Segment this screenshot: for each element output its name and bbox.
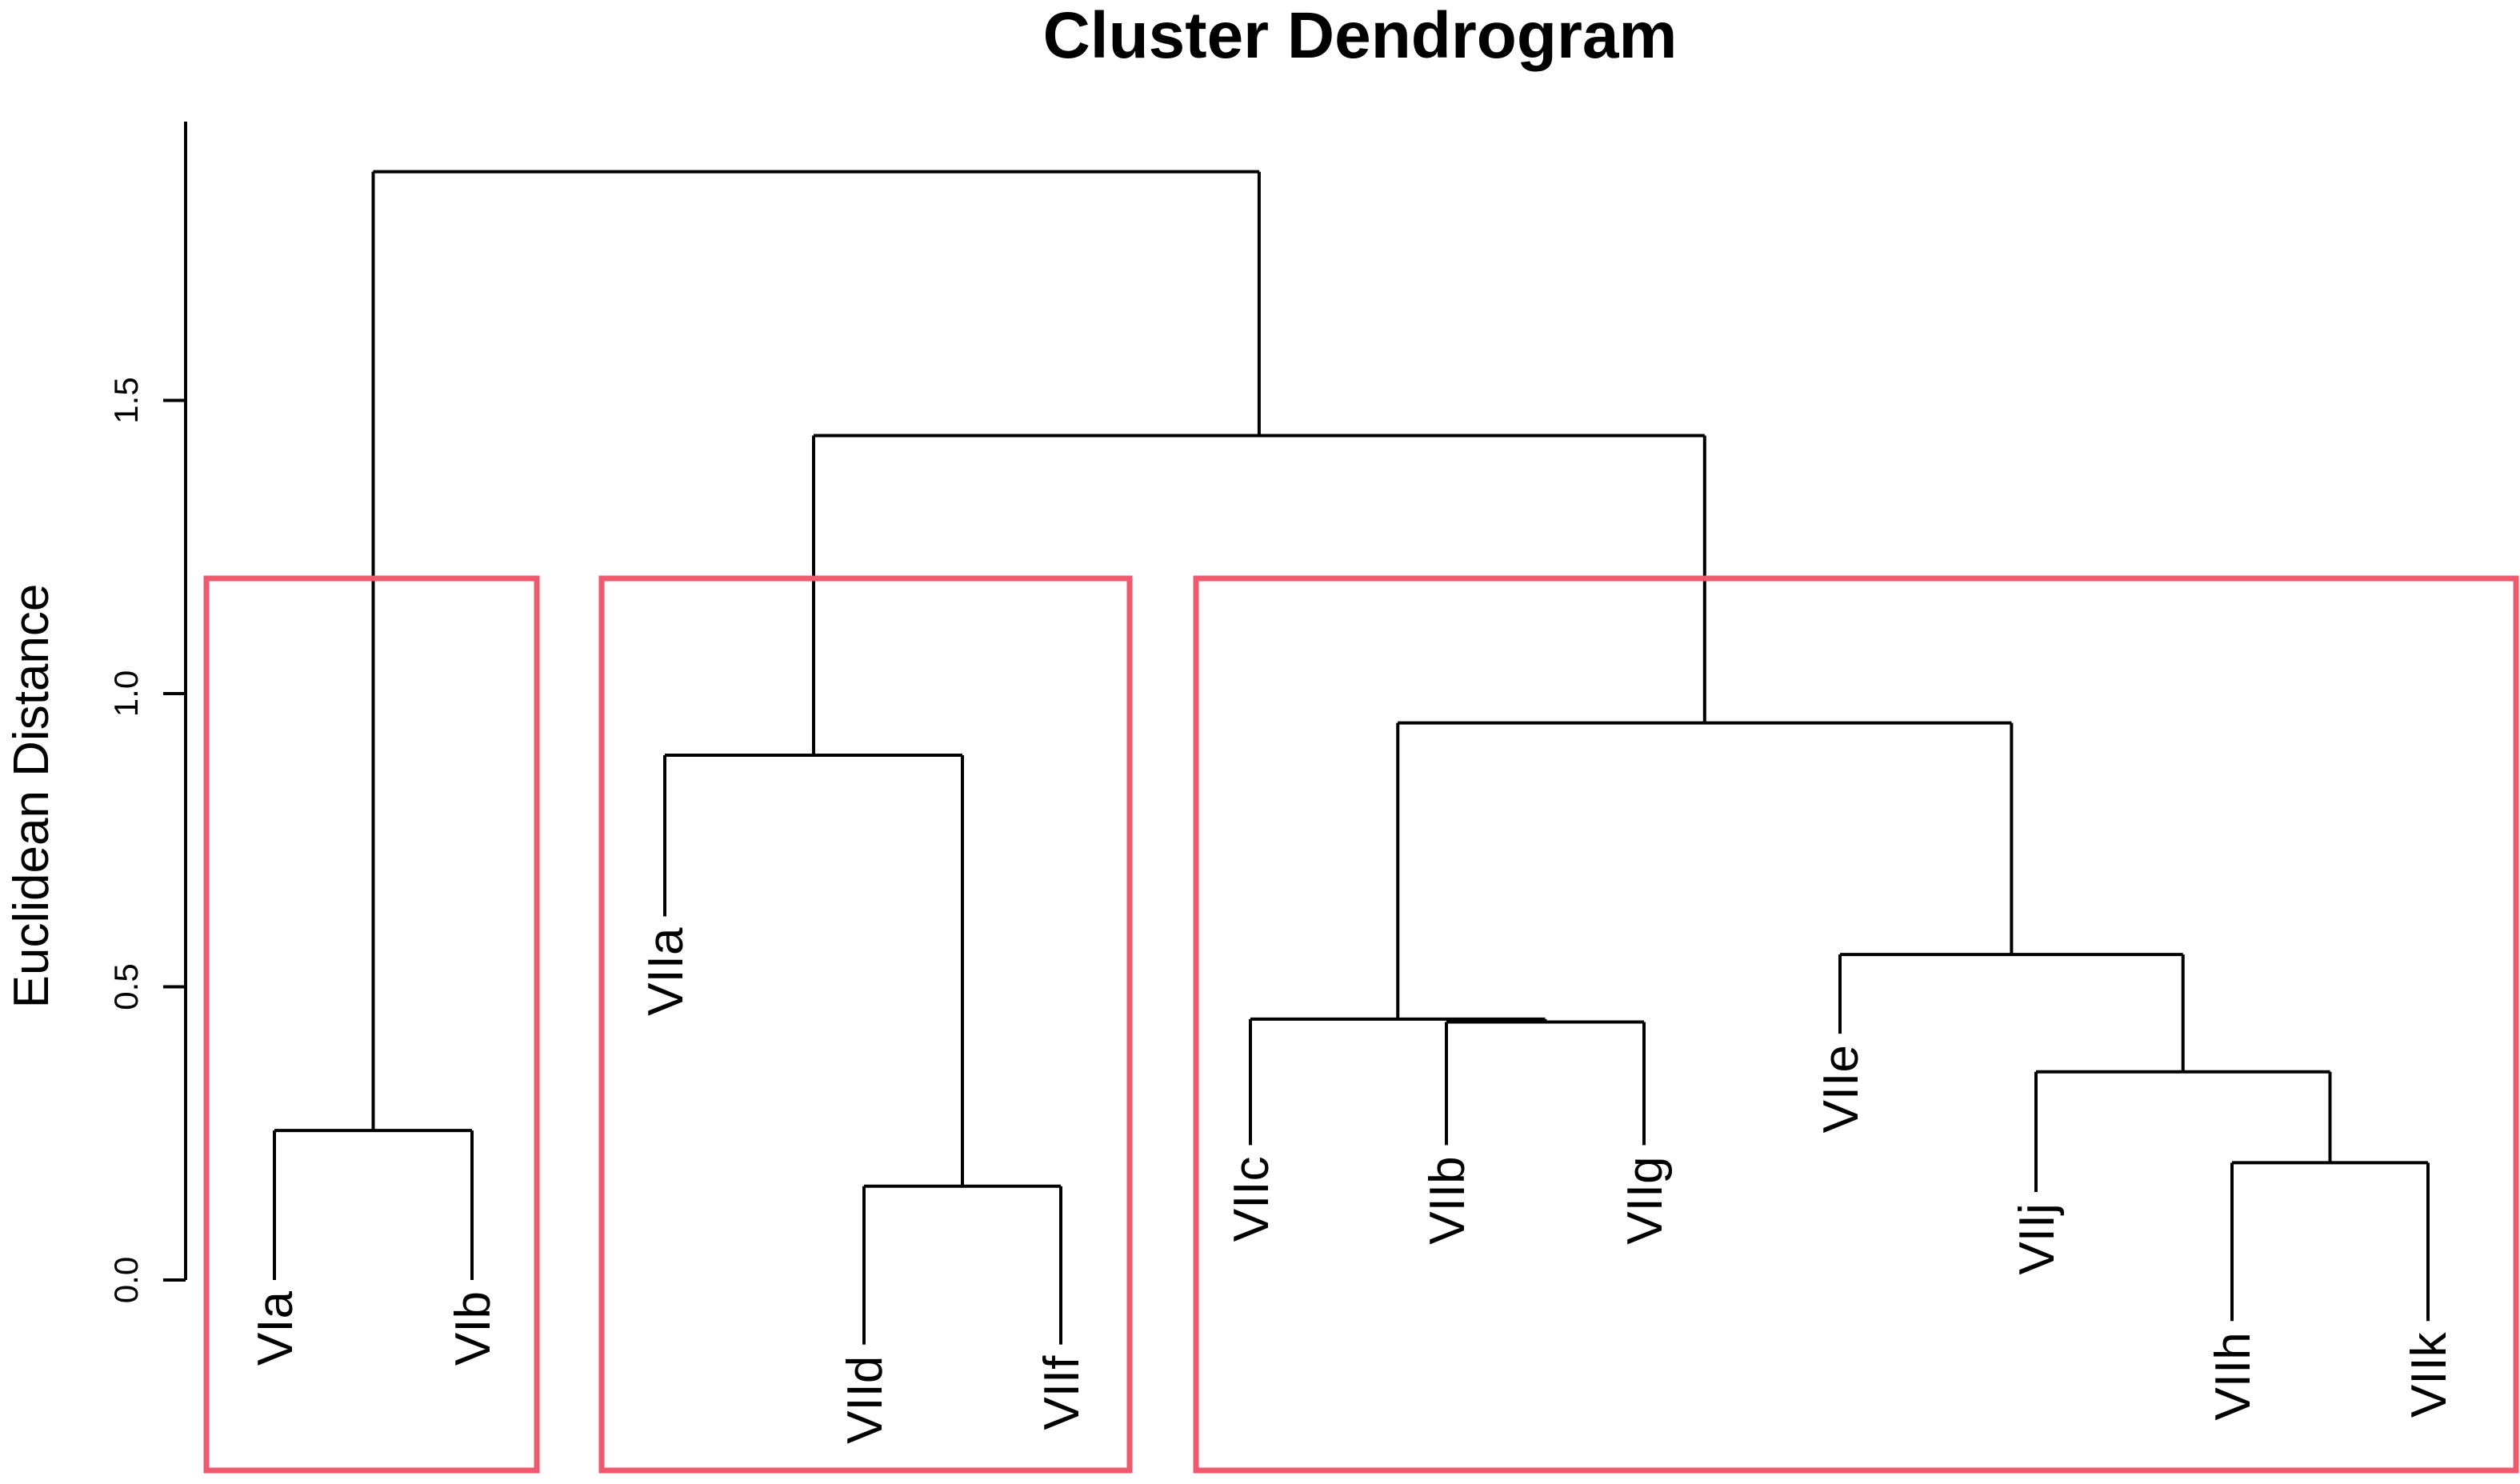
y-tick-label: 0.5 bbox=[107, 963, 145, 1010]
leaf-label: VIa bbox=[248, 1290, 303, 1366]
y-axis-label: Euclidean Distance bbox=[4, 584, 59, 1009]
leaf-label: VIIj bbox=[2010, 1203, 2065, 1275]
y-tick-label: 1.5 bbox=[107, 377, 145, 423]
leaf-label: VIIg bbox=[1618, 1156, 1673, 1244]
chart-title: Cluster Dendrogram bbox=[1043, 0, 1678, 72]
leaf-label: VIb bbox=[446, 1291, 501, 1366]
cluster-boxes bbox=[203, 575, 2519, 1474]
leaf-label: VIIk bbox=[2402, 1331, 2457, 1418]
cluster-box bbox=[203, 575, 540, 1474]
leaf-label: VIIe bbox=[1814, 1045, 1869, 1133]
cluster-box bbox=[598, 575, 1133, 1474]
leaf-label: VIIc bbox=[1224, 1156, 1279, 1242]
leaf-label: VIIh bbox=[2206, 1332, 2261, 1420]
leaf-label: VIId bbox=[838, 1356, 893, 1444]
leaf-label: VIIa bbox=[638, 927, 694, 1016]
cluster-box bbox=[1193, 575, 2519, 1474]
leaf-label: VIIb bbox=[1420, 1156, 1475, 1244]
y-tick-label: 1.0 bbox=[107, 670, 145, 717]
y-tick-label: 0.0 bbox=[107, 1257, 145, 1303]
y-axis: 0.0 0.5 1.0 1.5 bbox=[107, 122, 187, 1303]
leaf-label: VIIf bbox=[1034, 1355, 1090, 1430]
dendrogram-branches bbox=[273, 170, 2430, 1345]
